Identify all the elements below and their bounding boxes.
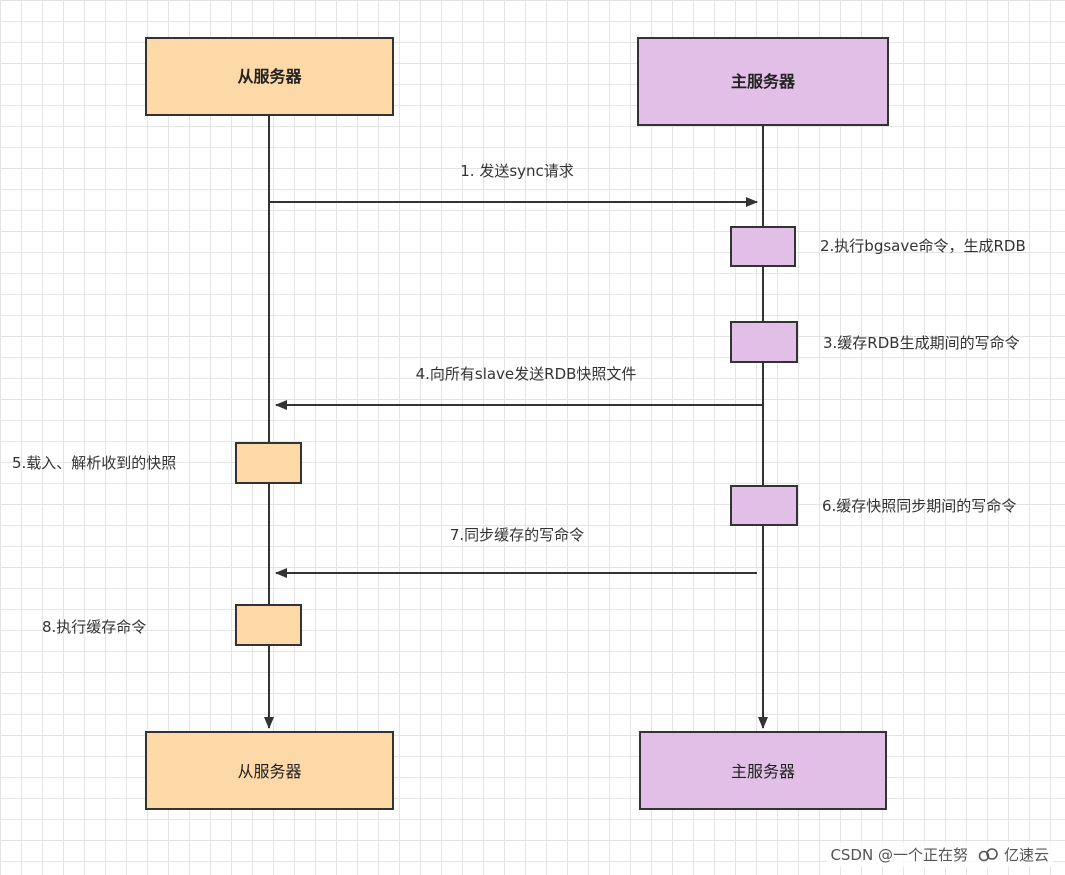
activation-box-6 bbox=[730, 485, 798, 526]
master-top-node: 主服务器 bbox=[637, 37, 889, 126]
step-4-label: 4.向所有slave发送RDB快照文件 bbox=[416, 365, 637, 383]
brand-name: 亿速云 bbox=[1003, 846, 1049, 864]
slave-bottom-label: 从服务器 bbox=[237, 762, 301, 781]
master-top-box bbox=[637, 37, 889, 126]
slave-top-label: 从服务器 bbox=[237, 67, 302, 86]
master-top-label: 主服务器 bbox=[731, 72, 796, 91]
slave-bottom-node: 从服务器 bbox=[145, 731, 394, 810]
step-2-label: 2.执行bgsave命令，生成RDB bbox=[820, 237, 1026, 255]
slave-bottom-box bbox=[145, 731, 394, 810]
master-bottom-box bbox=[639, 731, 887, 810]
activation-box-3 bbox=[730, 321, 798, 363]
activation-box-2 bbox=[730, 226, 796, 267]
step-5-label: 5.载入、解析收到的快照 bbox=[12, 454, 176, 472]
step-8-label: 8.执行缓存命令 bbox=[42, 618, 146, 636]
activation-box-5 bbox=[235, 442, 302, 484]
slave-top-box bbox=[145, 37, 394, 116]
step-7-label: 7.同步缓存的写命令 bbox=[450, 526, 584, 544]
master-bottom-node: 主服务器 bbox=[639, 731, 887, 810]
step-1-label: 1. 发送sync请求 bbox=[460, 162, 574, 180]
slave-top-node: 从服务器 bbox=[145, 37, 394, 116]
csdn-attribution: CSDN @一个正在努 bbox=[830, 846, 968, 864]
cloud-logo-icon bbox=[978, 847, 998, 861]
watermark: CSDN @一个正在努 亿速云 bbox=[826, 842, 1053, 867]
step-3-label: 3.缓存RDB生成期间的写命令 bbox=[823, 334, 1020, 352]
master-bottom-label: 主服务器 bbox=[731, 762, 795, 781]
activation-box-8 bbox=[235, 604, 302, 646]
step-6-label: 6.缓存快照同步期间的写命令 bbox=[822, 497, 1016, 515]
brand-logo: 亿速云 bbox=[978, 844, 1049, 865]
